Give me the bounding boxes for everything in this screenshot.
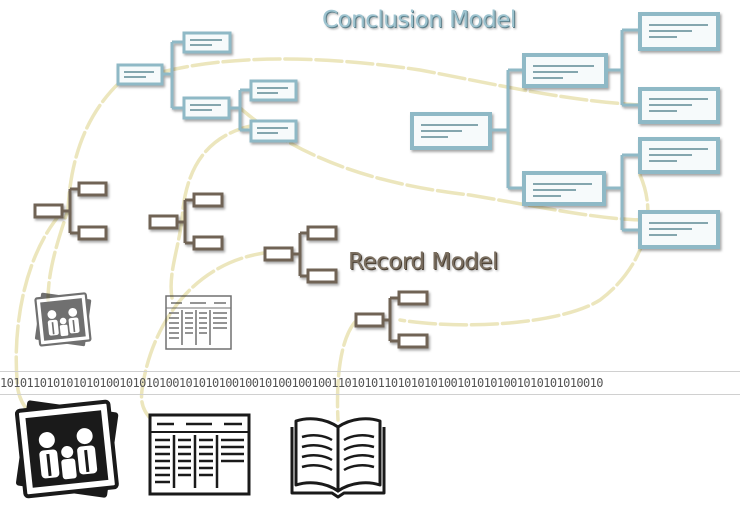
family-photo-icon	[14, 399, 119, 499]
connector-curve	[160, 57, 642, 107]
conclusion-model-title: Conclusion Model	[322, 7, 516, 33]
record-box	[77, 181, 108, 197]
conclusion-box	[522, 53, 608, 88]
record-box	[148, 214, 179, 230]
record-tree	[263, 225, 338, 284]
record-box	[77, 225, 108, 241]
connector-curve	[169, 123, 257, 300]
record-box	[306, 225, 338, 241]
conclusion-box	[116, 63, 164, 86]
family-photo-icon	[34, 292, 92, 347]
conclusion-box	[182, 96, 231, 120]
conclusion-box	[522, 171, 606, 206]
record-box	[397, 290, 429, 306]
binary-data-strip: 1010110101010101001010101001010101001001…	[0, 371, 740, 395]
record-tree	[148, 192, 224, 251]
census-record-icon	[165, 295, 232, 350]
census-record-icon	[148, 413, 251, 496]
record-box	[306, 268, 338, 284]
open-book-icon	[290, 417, 386, 499]
record-box	[33, 203, 64, 219]
conclusion-model-tree	[116, 12, 720, 249]
record-tree	[354, 290, 429, 349]
record-box	[192, 235, 224, 251]
record-box	[192, 192, 224, 208]
record-tree	[33, 181, 108, 241]
connector-curve	[139, 250, 274, 420]
connector-curve	[238, 106, 647, 222]
record-box	[397, 333, 429, 349]
record-box	[263, 246, 294, 262]
record-model-tree	[33, 181, 429, 349]
connector-curve	[335, 320, 357, 422]
record-box	[354, 312, 385, 328]
record-model-title: Record Model	[348, 249, 498, 275]
connector-curve	[46, 80, 122, 302]
conclusion-box	[249, 119, 298, 143]
conclusion-box	[249, 79, 298, 102]
conclusion-box	[182, 31, 232, 54]
